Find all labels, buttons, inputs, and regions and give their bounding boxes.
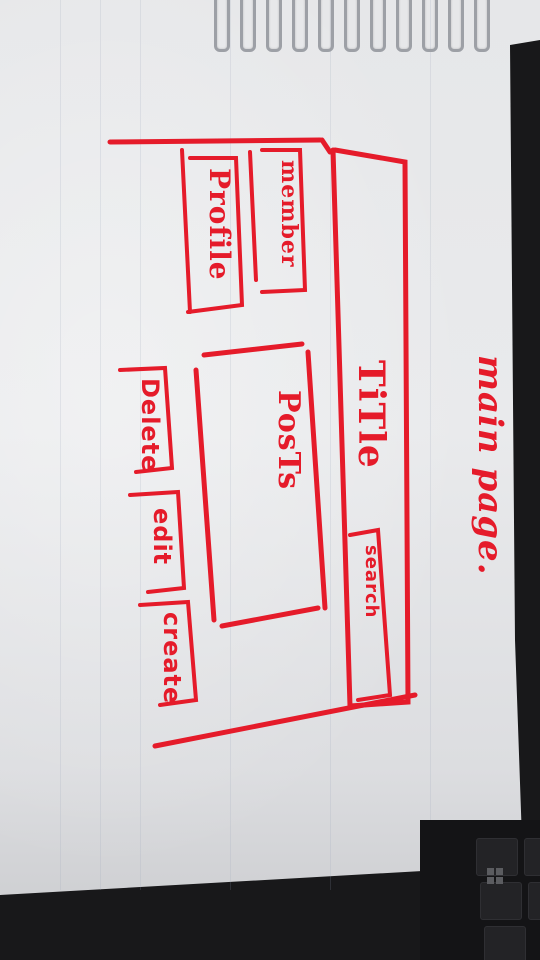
keyboard-key [484, 926, 526, 960]
header-box-left-edge [330, 147, 353, 709]
spiral-ring-icon [448, 0, 464, 52]
delete-box-outline [118, 365, 175, 474]
spiral-ring-icon [422, 0, 438, 52]
paper-rule [60, 0, 61, 890]
sidebar-item-member[interactable]: member [276, 160, 302, 268]
spiral-ring-icon [292, 0, 308, 52]
keyboard [420, 820, 540, 960]
spiral-ring-icon [474, 0, 490, 52]
edit-box-outline [128, 489, 187, 594]
page-title: main page. [470, 355, 510, 576]
spiral-ring-icon [370, 0, 386, 52]
keyboard-key [480, 882, 522, 920]
create-button[interactable]: create [158, 612, 186, 705]
spiral-ring-icon [396, 0, 412, 52]
posts-box-right [305, 349, 328, 611]
delete-button[interactable]: Delete [136, 378, 164, 473]
edit-button[interactable]: edit [148, 508, 176, 566]
paper-rule [430, 0, 431, 890]
paper-rule [100, 0, 101, 890]
frame-corner [319, 137, 333, 155]
keyboard-key [524, 838, 540, 876]
profile-box-left [180, 148, 192, 314]
posts-box-bottom [219, 605, 321, 629]
spiral-ring-icon [344, 0, 360, 52]
posts-box-top [201, 341, 305, 358]
spiral-ring-icon [318, 0, 334, 52]
paper-rule [330, 0, 331, 890]
frame-top-line [107, 137, 323, 145]
sidebar-item-profile[interactable]: Profile [203, 168, 236, 281]
keyboard-key [528, 882, 540, 920]
create-box-outline [138, 599, 199, 707]
spiral-ring-icon [266, 0, 282, 52]
windows-key-icon [487, 868, 503, 884]
profile-box-outline [186, 156, 245, 314]
paper-rule [230, 0, 231, 890]
header-title: TiTle [350, 360, 392, 469]
search-button[interactable]: search [361, 545, 382, 619]
search-box-outline [348, 527, 393, 702]
posts-panel-label: PosTs [271, 390, 306, 491]
posts-box-left [193, 367, 217, 623]
paper-rule [140, 0, 141, 890]
spiral-ring-icon [240, 0, 256, 52]
member-box-outline [260, 148, 308, 294]
spiral-ring-icon [214, 0, 230, 52]
header-box-outline [332, 147, 411, 709]
member-box-left [248, 150, 258, 282]
